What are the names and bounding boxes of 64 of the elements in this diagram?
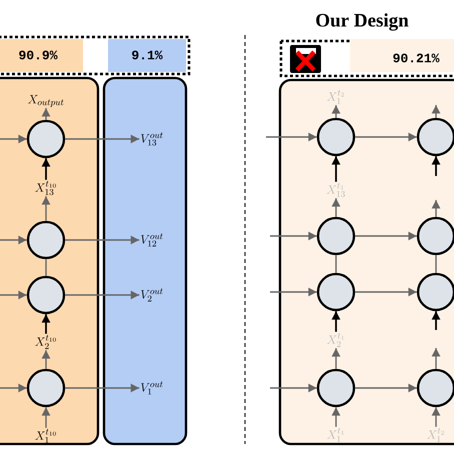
input-label: $X_{output}$ bbox=[28, 95, 64, 107]
output-label: $V_{2}^{out}$ bbox=[141, 288, 163, 302]
percent-bar: 9.1% bbox=[108, 39, 186, 72]
arrow bbox=[332, 311, 340, 332]
arrow bbox=[332, 407, 340, 427]
input-label: $X_{13}^{t_{1}}$ bbox=[326, 182, 345, 198]
arrow bbox=[432, 156, 440, 176]
arrow bbox=[65, 384, 140, 392]
arrow bbox=[355, 132, 417, 142]
percent-bar: 90.21% bbox=[350, 39, 454, 72]
neuron-circle bbox=[316, 368, 356, 408]
arrow bbox=[432, 348, 440, 369]
arrow bbox=[432, 200, 440, 217]
arrow bbox=[332, 198, 340, 217]
arrow bbox=[432, 407, 440, 427]
arrow bbox=[332, 105, 340, 118]
arrow bbox=[42, 158, 50, 180]
neuron-circle bbox=[26, 368, 66, 408]
output-label: $V_{13}^{out}$ bbox=[141, 132, 163, 146]
input-label: $X_{1}^{t_{1}}$ bbox=[326, 428, 344, 442]
arrow bbox=[0, 384, 27, 392]
neuron-circle bbox=[416, 272, 454, 312]
percent-bar: 90.9% bbox=[0, 39, 83, 72]
arrow bbox=[432, 105, 440, 118]
neuron-circle bbox=[416, 118, 454, 156]
input-label: $X_{2}^{t_{10}}$ bbox=[35, 334, 56, 349]
arrow bbox=[42, 196, 50, 221]
input-label: $X_{1}^{t_{2}}$ bbox=[326, 90, 344, 104]
arrow bbox=[0, 134, 27, 144]
arrow bbox=[432, 311, 440, 330]
arrow bbox=[332, 348, 340, 369]
neuron-circle bbox=[416, 216, 454, 256]
output-label: $V_{1}^{out}$ bbox=[141, 381, 163, 394]
neuron-circle bbox=[316, 272, 356, 312]
arrow bbox=[332, 156, 340, 182]
arrow bbox=[42, 108, 50, 120]
arrow bbox=[355, 384, 417, 392]
title: Our Design bbox=[316, 13, 408, 31]
arrow bbox=[270, 232, 317, 240]
arrow bbox=[65, 134, 140, 144]
output-label: $V_{12}^{out}$ bbox=[141, 233, 163, 246]
neuron-circle bbox=[416, 368, 454, 408]
input-label: $X_{13}^{t_{10}}$ bbox=[35, 180, 56, 196]
input-label: $X_{1}^{t_{10}}$ bbox=[35, 428, 56, 443]
arrow bbox=[42, 350, 50, 369]
arrow bbox=[355, 288, 417, 296]
neuron-circle bbox=[316, 118, 356, 156]
neuron-circle bbox=[26, 276, 66, 314]
arrow bbox=[266, 132, 317, 142]
arrow bbox=[355, 232, 417, 240]
arrow bbox=[65, 290, 140, 300]
neuron-circle bbox=[316, 216, 356, 256]
input-label: $X_{2}^{t_{1}}$ bbox=[326, 332, 344, 347]
arrow bbox=[270, 384, 317, 392]
arrow bbox=[42, 407, 50, 428]
arrow bbox=[42, 314, 50, 334]
input-label: $X_{1}^{t_{2}}$ bbox=[426, 428, 444, 442]
arrow bbox=[270, 288, 317, 296]
neuron-circle bbox=[26, 220, 66, 260]
panel bbox=[102, 76, 188, 446]
arrow bbox=[65, 236, 140, 244]
arrow bbox=[0, 236, 27, 244]
arrow bbox=[0, 290, 27, 300]
neuron-circle bbox=[26, 120, 66, 158]
